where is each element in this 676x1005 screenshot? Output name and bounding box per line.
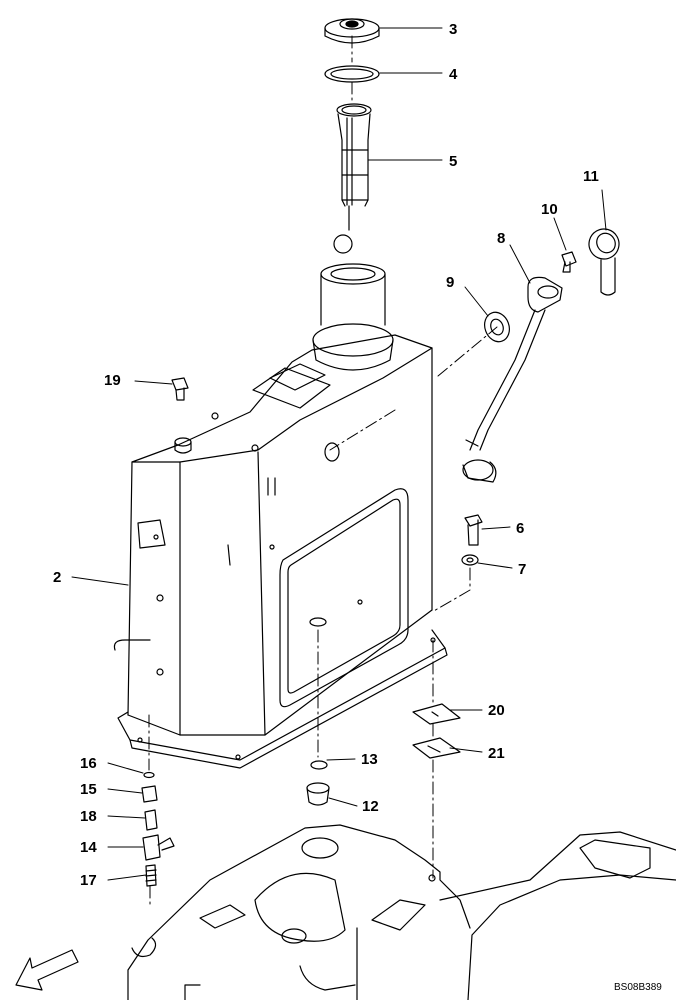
upper-frame [127, 824, 676, 1001]
callout-4: 4 [449, 66, 458, 83]
callout-10: 10 [541, 201, 558, 218]
callout-8: 8 [497, 230, 505, 247]
level-sender [462, 276, 563, 483]
callout-5: 5 [449, 153, 457, 170]
strainer [333, 103, 372, 254]
callout-18: 18 [80, 808, 97, 825]
callout-16: 16 [80, 755, 97, 772]
fitting-15 [141, 785, 158, 803]
shim-21 [412, 737, 461, 759]
bolt-19 [171, 377, 189, 401]
callout-3: 3 [449, 21, 457, 38]
bolt-6 [464, 514, 483, 546]
washer-7 [461, 554, 479, 566]
level-gauge [588, 228, 620, 296]
callout-2: 2 [53, 569, 61, 586]
callout-13: 13 [361, 751, 378, 768]
callout-11: 11 [583, 168, 599, 185]
shim-20 [412, 703, 461, 725]
callout-7: 7 [518, 561, 526, 578]
callout-labels: 3 4 5 11 10 8 9 19 6 7 2 20 21 13 12 16 … [53, 21, 599, 889]
assembly-center-lines [148, 35, 498, 906]
callout-15: 15 [80, 781, 97, 798]
fitting-17 [145, 864, 157, 887]
cock-14 [142, 834, 175, 861]
callout-17: 17 [80, 872, 97, 889]
callout-19: 19 [104, 372, 121, 389]
leader-lines [71, 27, 607, 881]
o-ring-13 [310, 760, 328, 770]
callout-14: 14 [80, 839, 97, 856]
callout-9: 9 [446, 274, 454, 291]
callout-20: 20 [488, 702, 505, 719]
gasket [484, 311, 510, 343]
screw [561, 251, 577, 273]
callout-12: 12 [362, 798, 379, 815]
callout-6: 6 [516, 520, 524, 537]
hydraulic-tank [113, 334, 448, 769]
fitting-16 [143, 771, 155, 779]
direction-arrow-icon [15, 949, 79, 991]
fitting-18 [144, 809, 158, 831]
drawing-code: BS08B389 [614, 982, 662, 993]
filler-neck [312, 263, 394, 371]
plug-12 [306, 782, 330, 806]
callout-21: 21 [488, 745, 505, 762]
seal-ring [324, 65, 380, 83]
